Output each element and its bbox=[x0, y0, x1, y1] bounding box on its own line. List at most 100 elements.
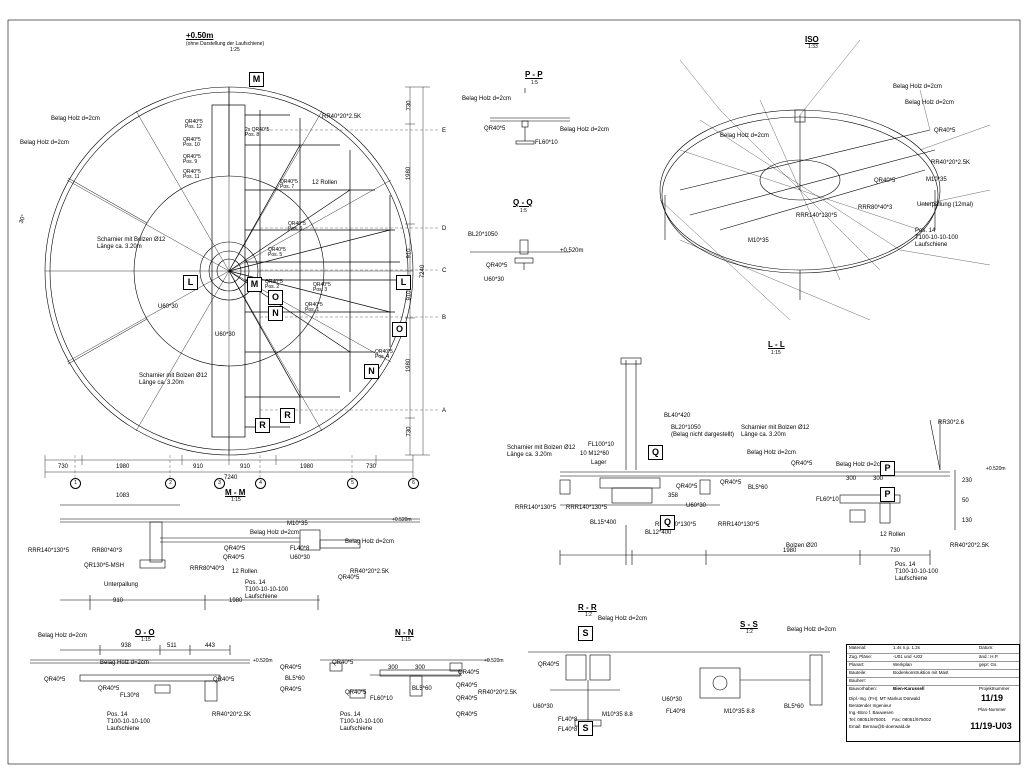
ll-belag-2: Belag Holz d=2cm bbox=[836, 462, 885, 468]
rr-fl2: FL40*8 bbox=[558, 727, 578, 733]
mm-belag: Belag Holz d=2cm bbox=[250, 530, 299, 536]
iso-view bbox=[659, 39, 991, 321]
dim-r-5: 1980 bbox=[406, 358, 413, 373]
grid-letter-d: D bbox=[442, 226, 447, 232]
nn-level: +0.520m bbox=[484, 658, 504, 664]
plan-qr7: QR40*5 Pos. 7 bbox=[280, 179, 298, 190]
ll-pos: Pos. 14 T100-10-10-100 Laufschiene bbox=[895, 562, 939, 582]
main-subtitle: (ohne Darstellung der Laufschiene) bbox=[186, 41, 265, 47]
mm-belag-2: Belag Holz d=2cm bbox=[345, 539, 394, 545]
section-marker-n-mid[interactable]: N bbox=[268, 306, 283, 321]
titleblock-label-4: Bauherr: bbox=[849, 678, 867, 683]
ss-u60: U60*30 bbox=[662, 697, 683, 703]
pp-fl: FL60*10 bbox=[535, 140, 558, 146]
view-scale-iso: 1:33 bbox=[808, 44, 818, 50]
ll-rr40: RR40*20*2.5K bbox=[950, 543, 990, 549]
rr-u60: U60*30 bbox=[533, 704, 554, 710]
plan-qr4: QR40*5 Pos. 4 bbox=[375, 349, 393, 360]
dim-r-1: 730 bbox=[406, 100, 413, 111]
titleblock-plan-number-label: Plan-Nummer bbox=[978, 707, 1006, 712]
mm-unterp: Unterpallung bbox=[104, 582, 139, 588]
section-marker-l-left[interactable]: L bbox=[183, 275, 198, 290]
plan-view bbox=[44, 86, 440, 478]
view-title-mm: M - M bbox=[225, 488, 246, 497]
nn-qr4: QR40*5 bbox=[345, 690, 367, 696]
iso-m10-b: M10*35 bbox=[748, 238, 769, 244]
nn-qr5: QR40*5 bbox=[458, 670, 480, 676]
rr-marker-s-bottom[interactable]: S bbox=[578, 721, 593, 736]
iso-belag-3: Belag Holz d=2cm bbox=[720, 133, 769, 139]
ll-rollen: 12 Rollen bbox=[880, 532, 906, 538]
titleblock-value-5: Bien-Karussell bbox=[893, 686, 925, 691]
nn-rr: RR40*20*2.5K bbox=[478, 690, 518, 696]
section-marker-r-right[interactable]: R bbox=[280, 408, 295, 423]
section-marker-r-left[interactable]: R bbox=[255, 418, 270, 433]
mm-level: +0.520m bbox=[392, 517, 412, 523]
section-marker-m-mid[interactable]: M bbox=[247, 277, 262, 292]
iso-m10: M10*35 bbox=[926, 177, 947, 183]
ll-qr40-c: QR40*5 bbox=[720, 480, 742, 486]
nn-qr1: QR40*5 bbox=[280, 665, 302, 671]
nn-qr2: QR40*5 bbox=[280, 687, 302, 693]
dim-r-6: 730 bbox=[406, 426, 413, 437]
plan-qr5: QR40*5 Pos. 5 bbox=[268, 247, 286, 258]
ll-rr30: RR30*2.6 bbox=[938, 420, 965, 426]
ll-rrr140-a: RRR140*130*5 bbox=[515, 505, 557, 511]
section-marker-m-top[interactable]: M bbox=[249, 72, 264, 87]
titleblock-row-1: Zug. Pläne: -U01 und -U02 änd.: H.P. bbox=[847, 653, 1019, 662]
section-marker-l-right[interactable]: L bbox=[396, 275, 411, 290]
view-title-rr: R - R bbox=[578, 603, 597, 612]
ll-marker-q-1[interactable]: Q bbox=[648, 445, 663, 460]
titleblock-value-1: -U01 und -U02 bbox=[893, 654, 923, 659]
section-marker-n-right[interactable]: N bbox=[364, 364, 379, 379]
plan-scharnier-2: Scharnier mit Bolzen Ø12 Länge ca. 3.20m bbox=[139, 373, 208, 386]
ll-bl40: BL40*420 bbox=[664, 413, 691, 419]
plan-qr6: QR40*5 Pos. 6 bbox=[288, 221, 306, 232]
titleblock-value-0: 1.4s n.p. 1.2s bbox=[893, 645, 921, 650]
ll-marker-p-2[interactable]: P bbox=[880, 487, 895, 502]
view-title-qq: Q - Q bbox=[513, 198, 533, 207]
nn-fl: FL60*10 bbox=[370, 696, 393, 702]
dim-b-2: 1980 bbox=[116, 464, 130, 470]
ll-scharnier-2: Scharnier mit Bolzen Ø12 Länge ca. 3.20m bbox=[741, 425, 810, 438]
grid-letter-a: A bbox=[442, 408, 447, 414]
iso-qr-2: QR40*5 bbox=[874, 178, 896, 184]
plan-qr8: 2x QR40*5 Pos. 8 bbox=[245, 127, 270, 138]
ll-bl20: BL20*1050 (Belag nicht dargestellt) bbox=[671, 425, 735, 438]
ll-bl15: BL15*400 bbox=[590, 520, 617, 526]
mm-qr40-b: QR40*5 bbox=[223, 555, 245, 561]
ss-bl: BL5*60 bbox=[784, 704, 804, 710]
ll-rrr140-c: RRR140*130*5 bbox=[655, 522, 697, 528]
view-scale-ss: 1:2 bbox=[746, 629, 753, 635]
view-scale-mm: 1:15 bbox=[231, 497, 241, 503]
titleblock-label-0: Material: bbox=[849, 645, 867, 650]
titleblock-row-4: Bauherr: bbox=[847, 677, 1019, 686]
dim-r-total: 7240 bbox=[420, 264, 427, 279]
rr-marker-s-top[interactable]: S bbox=[578, 626, 593, 641]
ll-marker-p-1[interactable]: P bbox=[880, 461, 895, 476]
ll-qr40-a: QR40*5 bbox=[791, 461, 813, 467]
iso-pos: Pos. 14 T100-10-10-100 Laufschiene bbox=[915, 228, 959, 248]
titleblock-value-3: Bodenkonstruktion mit Mast bbox=[893, 670, 949, 675]
nn-bl2: BL5*60 bbox=[412, 686, 432, 692]
titleblock-row-3: Bauteile: Bodenkonstruktion mit Mast bbox=[847, 669, 1019, 678]
main-title: +0.50m bbox=[186, 31, 214, 40]
view-scale-oo: 1:15 bbox=[141, 637, 151, 643]
dim-r-4: 910 bbox=[406, 290, 413, 301]
nn-d1: 300 bbox=[388, 665, 399, 671]
titleblock-label-2: Planart: bbox=[849, 662, 865, 667]
view-scale-qq: 1:5 bbox=[520, 208, 527, 214]
view-scale-rr: 1:2 bbox=[585, 612, 592, 618]
dim-b-3: 910 bbox=[193, 464, 204, 470]
section-marker-o-mid[interactable]: O bbox=[268, 290, 283, 305]
ll-m12: 10 M12*60 bbox=[580, 451, 610, 457]
oo-d2: 511 bbox=[167, 643, 177, 649]
mm-qr40: QR40*5 bbox=[224, 546, 246, 552]
titleblock-row-0: Material: 1.4s n.p. 1.2s Datum: bbox=[847, 645, 1019, 653]
titleblock-label-1: Zug. Pläne: bbox=[849, 654, 873, 659]
ll-marker-q-2[interactable]: Q bbox=[660, 515, 675, 530]
section-marker-o-right[interactable]: O bbox=[392, 322, 407, 337]
dim-b-5: 1980 bbox=[300, 464, 314, 470]
grid-num-5: 5 bbox=[347, 478, 358, 489]
